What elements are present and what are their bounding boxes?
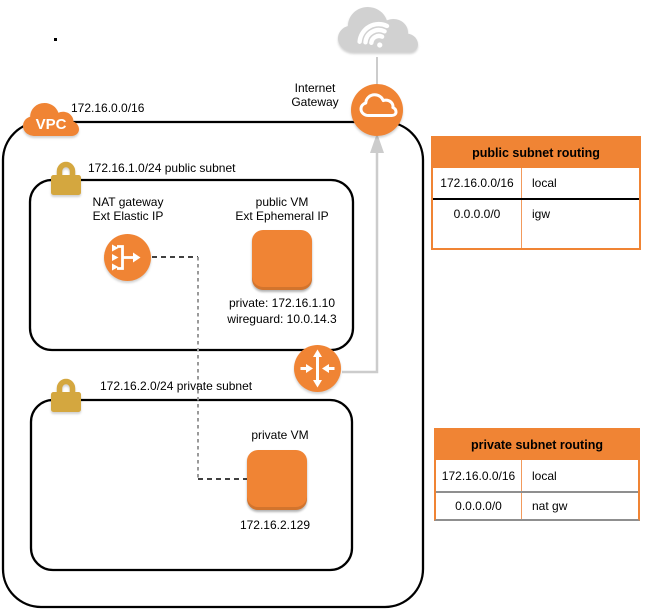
public-routing-table-title: public subnet routing [433,138,639,168]
internet-gateway-label: Internet Gateway [275,81,355,109]
public-vm-detail: private: 172.16.1.10 wireguard: 10.0.14.… [211,295,353,327]
private-subnet-label: 172.16.2.0/24 private subnet [100,379,253,393]
route-target-cell: local [532,176,557,190]
route-target-cell: nat gw [532,499,568,513]
public-vm-label-line2: Ext Ephemeral IP [235,209,329,223]
public-vm-icon [252,230,312,290]
vpc-cidr-label: 172.16.0.0/16 [71,101,145,115]
nat-arrows-glyph [112,244,141,271]
nat-gateway-label: NAT gateway Ext Elastic IP [77,195,179,223]
vpc-label: VPC [36,116,67,133]
public-vm-label: public VM Ext Ephemeral IP [231,195,333,223]
route-destination-cell: 172.16.0.0/16 [433,168,522,198]
vpc-boundary-box [1,120,425,609]
private-routing-table-title: private subnet routing [436,430,638,460]
router-arrows-glyph [300,349,335,388]
private-subnet-routing-table: private subnet routing 172.16.0.0/16 loc… [434,428,640,521]
public-subnet-routing-table: public subnet routing 172.16.0.0/16 loca… [431,136,641,250]
private-vm-label: private VM [251,428,309,442]
table-row: 0.0.0.0/0 nat gw [436,493,638,519]
table-row: 172.16.0.0/16 local [436,460,638,493]
private-subnet-lock-icon [50,375,82,413]
internet-gateway-icon [349,82,405,138]
private-vm-icon [247,450,307,510]
nat-gateway-icon [103,233,152,282]
nat-gateway-label-line2: Ext Elastic IP [92,209,164,223]
router-to-igw-line [342,152,379,374]
route-target-cell: igw [532,207,551,221]
internet-gateway-label-line1: Internet [294,81,336,95]
public-vm-wireguard-ip: wireguard: 10.0.14.3 [227,312,337,326]
public-vm-label-line1: public VM [255,195,309,209]
vpc-cloud-icon: VPC [21,96,81,142]
table-row: 0.0.0.0/0 igw [433,200,639,248]
public-subnet-lock-icon [50,158,82,196]
private-subnet-box [29,398,354,572]
nat-gateway-label-line1: NAT gateway [92,195,164,209]
up-arrowhead-icon [370,133,384,153]
route-destination-cell: 0.0.0.0/0 [436,493,522,519]
wifi-icon [357,21,390,48]
public-subnet-box [28,178,355,352]
route-destination-cell: 172.16.0.0/16 [436,460,522,491]
public-vm-private-ip: private: 172.16.1.10 [228,296,336,310]
igw-cloud-glyph [359,93,398,117]
public-subnet-label: 172.16.1.0/24 public subnet [88,161,236,175]
private-vm-ip: 172.16.2.129 [239,518,311,532]
table-row: 172.16.0.0/16 local [433,168,639,200]
route-target-cell: local [532,468,557,483]
stray-dot-mark [54,38,57,41]
internet-cloud-icon [334,0,422,60]
route-destination-cell: 0.0.0.0/0 [433,200,522,248]
router-icon [293,344,342,393]
internet-gateway-label-line2: Gateway [291,95,339,109]
